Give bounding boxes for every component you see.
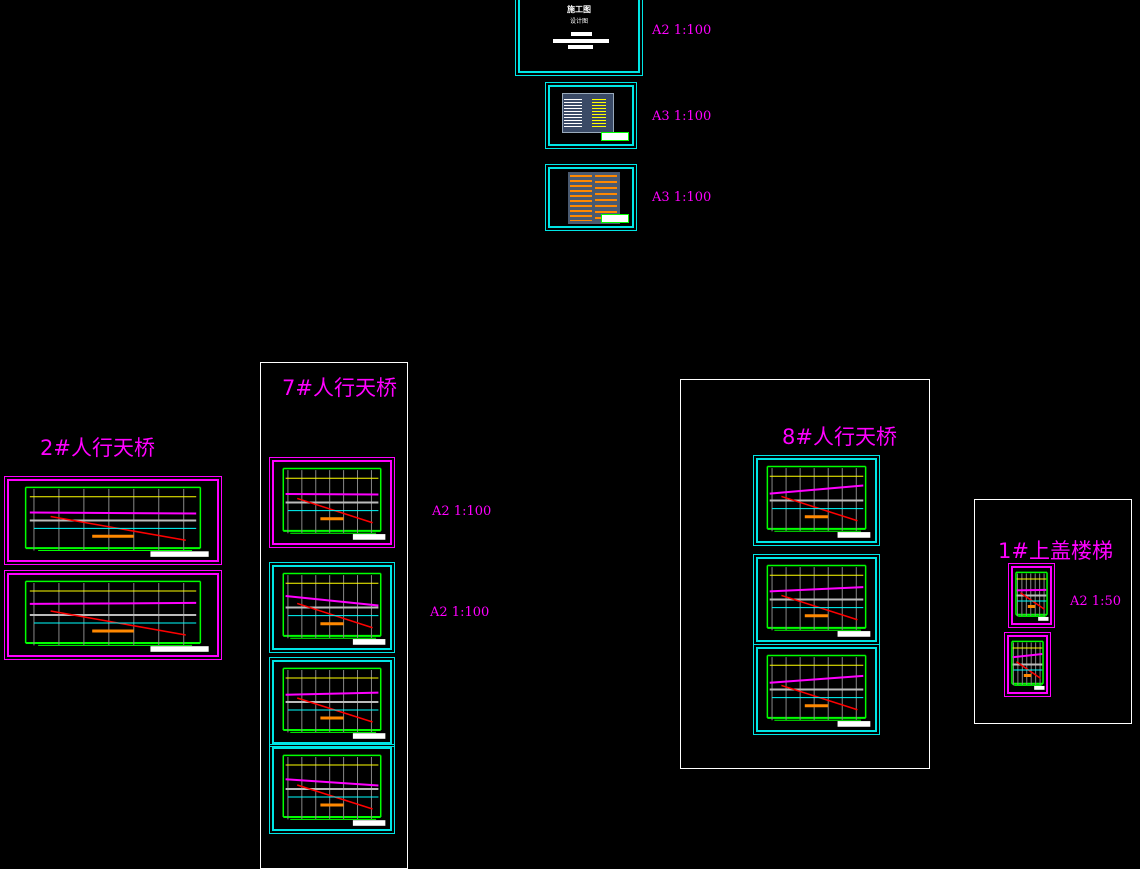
index-sheet-2-scale: A3 1:100 (652, 190, 711, 205)
index-sheet-1-scale: A3 1:100 (652, 109, 711, 124)
group-2-sheet-plan[interactable] (7, 479, 219, 562)
drawing-linework (274, 462, 390, 543)
drawing-linework (758, 649, 875, 730)
drawing-linework (758, 460, 875, 541)
drawing-linework (758, 559, 875, 640)
drawing-linework (9, 481, 217, 560)
group-8-sheet-2[interactable] (756, 557, 877, 642)
group-8-title: 8#人行天桥 (782, 421, 897, 451)
drawing-linework (1009, 637, 1046, 692)
group-7-sheet-1[interactable] (272, 460, 392, 545)
group-8-sheet-3[interactable] (756, 647, 877, 732)
cover-scale-label: A2 1:100 (652, 23, 711, 38)
group-1-scale: A2 1:50 (1070, 594, 1121, 609)
group-7-title: 7#人行天桥 (282, 372, 397, 402)
cover-title: 施工图 (520, 4, 638, 15)
drawing-linework (274, 567, 390, 648)
cover-sheet[interactable]: 施工图 设计图 (518, 0, 640, 73)
drawing-linework (274, 749, 390, 829)
group-7-scale-1: A2 1:100 (432, 504, 491, 519)
group-1-sheet-1[interactable] (1011, 566, 1052, 625)
drawing-linework (1013, 568, 1050, 623)
group-1-title: 1#上盖楼梯 (998, 535, 1113, 565)
drawing-linework (9, 575, 217, 655)
group-1-frame (974, 499, 1132, 724)
drawing-linework (274, 662, 390, 742)
cover-subtitle: 设计图 (520, 16, 638, 25)
group-2-title: 2#人行天桥 (40, 432, 155, 462)
group-2-sheet-elevation[interactable] (7, 573, 219, 657)
group-8-sheet-1[interactable] (756, 458, 877, 543)
index-sheet-1[interactable] (548, 85, 634, 146)
group-7-scale-2: A2 1:100 (430, 605, 489, 620)
group-1-sheet-2[interactable] (1007, 635, 1048, 694)
group-7-sheet-2[interactable] (272, 565, 392, 650)
group-7-sheet-4[interactable] (272, 747, 392, 831)
index-sheet-2[interactable] (548, 167, 634, 228)
group-7-sheet-3[interactable] (272, 660, 392, 744)
